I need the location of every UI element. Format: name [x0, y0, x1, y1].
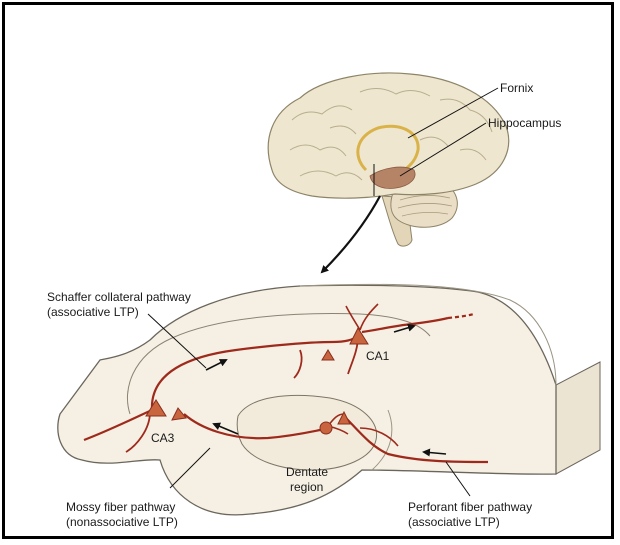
ca1-label: CA1	[366, 349, 390, 363]
perforant-label-line2: (associative LTP)	[408, 515, 500, 529]
ca3-label: CA3	[151, 431, 175, 445]
fornix-label: Fornix	[500, 81, 533, 95]
brain-illustration	[268, 73, 508, 246]
mossy-label-line1: Mossy fiber pathway	[66, 500, 175, 514]
schaffer-label-line1: Schaffer collateral pathway	[47, 290, 191, 304]
dentate-granule-cell	[320, 422, 332, 434]
zoom-arrow	[322, 196, 380, 272]
slice-right-face	[556, 362, 600, 474]
schaffer-label-line2: (associative LTP)	[47, 305, 139, 319]
perforant-label-line1: Perforant fiber pathway	[408, 500, 532, 514]
hippocampus-label: Hippocampus	[488, 116, 561, 130]
dentate-label-line1: Dentate	[286, 465, 328, 479]
hippocampal-slice	[58, 284, 600, 514]
mossy-label-line2: (nonassociative LTP)	[66, 515, 178, 529]
dentate-label-line2: region	[290, 480, 323, 494]
